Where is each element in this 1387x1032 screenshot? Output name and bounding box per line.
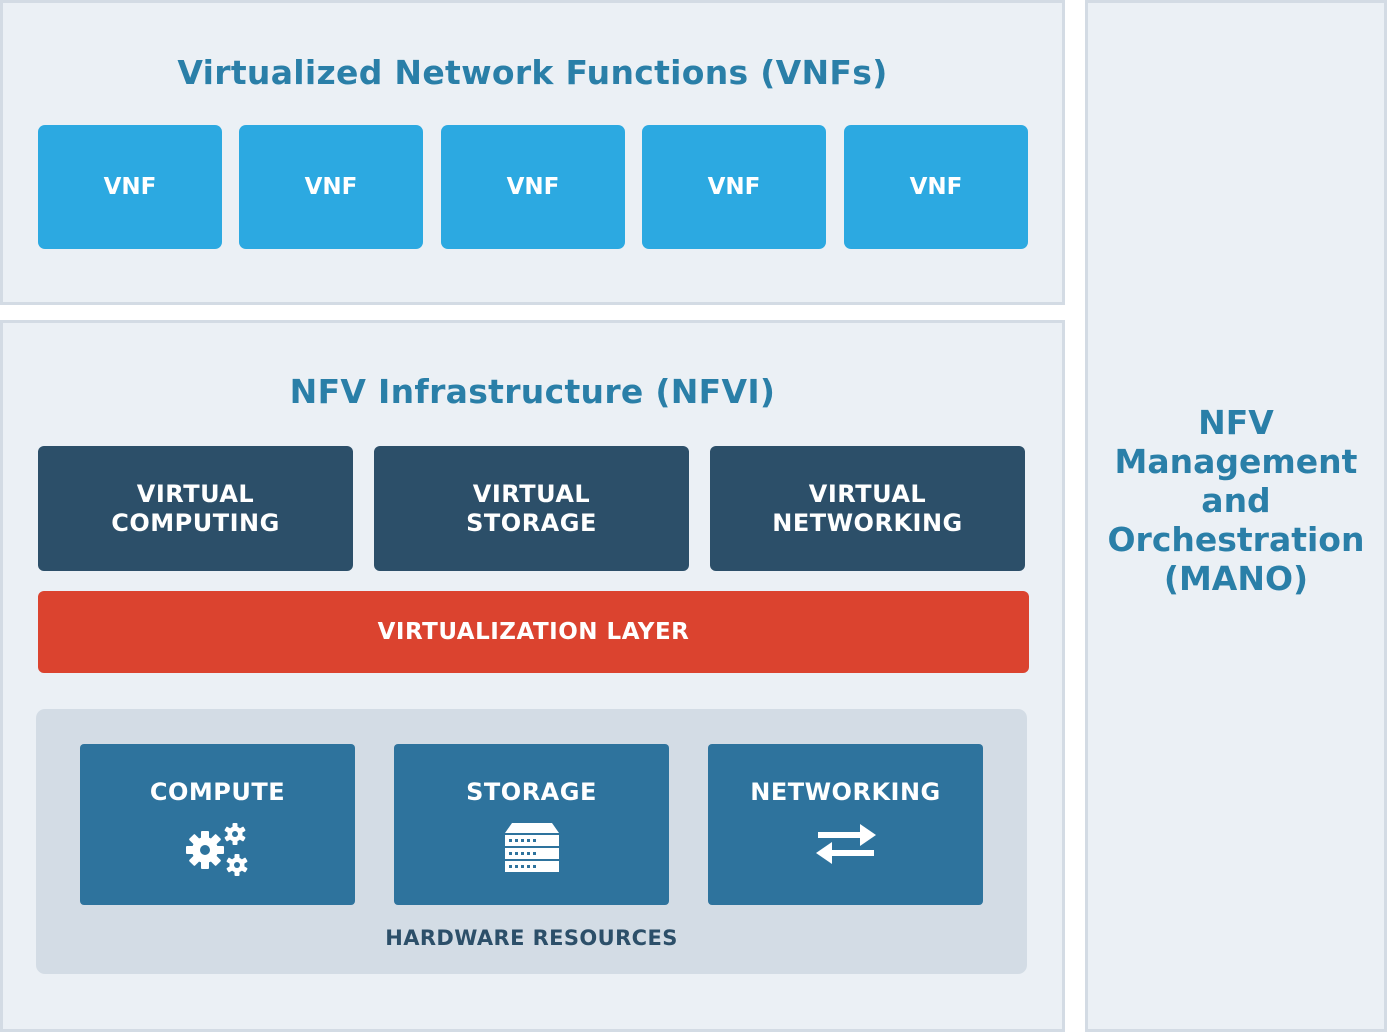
mano-title: NFV Management and Orchestration (MANO) bbox=[1088, 403, 1384, 598]
vnf-panel-title: Virtualized Network Functions (VNFs) bbox=[177, 53, 888, 92]
networking-label: NETWORKING bbox=[750, 778, 941, 806]
virtual-storage-box: VIRTUAL STORAGE bbox=[374, 446, 689, 571]
gears-icon bbox=[185, 823, 247, 876]
compute-box: COMPUTE bbox=[80, 744, 355, 905]
virtual-storage-line1: VIRTUAL bbox=[472, 479, 591, 508]
mano-title-line-2: Management bbox=[1114, 442, 1358, 481]
virtual-computing-line1: VIRTUAL bbox=[136, 479, 255, 508]
mano-title-line-4: Orchestration bbox=[1107, 520, 1365, 559]
vnf-panel: Virtualized Network Functions (VNFs) VNF… bbox=[0, 0, 1065, 305]
mano-title-line-1: NFV bbox=[1198, 403, 1274, 442]
storage-label: STORAGE bbox=[466, 778, 597, 806]
virtual-networking-line1: VIRTUAL bbox=[808, 479, 927, 508]
nfvi-panel: NFV Infrastructure (NFVI) VIRTUAL COMPUT… bbox=[0, 320, 1065, 1032]
virtual-storage-line2: STORAGE bbox=[466, 508, 597, 537]
virtual-networking-line2: NETWORKING bbox=[772, 508, 963, 537]
virtual-computing-line2: COMPUTING bbox=[111, 508, 280, 537]
virtual-computing-box: VIRTUAL COMPUTING bbox=[38, 446, 353, 571]
mano-title-line-5: (MANO) bbox=[1163, 559, 1309, 598]
hardware-resources-title: HARDWARE RESOURCES bbox=[385, 926, 678, 950]
hardware-resources-area: COMPUTE bbox=[36, 709, 1027, 974]
vnf-box-3: VNF bbox=[441, 125, 625, 249]
vnf-box-2: VNF bbox=[239, 125, 423, 249]
vnf-box-5: VNF bbox=[844, 125, 1028, 249]
server-stack-icon bbox=[504, 823, 559, 872]
storage-box: STORAGE bbox=[394, 744, 669, 905]
mano-title-line-3: and bbox=[1201, 481, 1271, 520]
compute-label: COMPUTE bbox=[149, 778, 286, 806]
vnf-box-4: VNF bbox=[642, 125, 826, 249]
networking-box: NETWORKING bbox=[708, 744, 983, 905]
vnf-box-1: VNF bbox=[38, 125, 222, 249]
virtualization-layer: VIRTUALIZATION LAYER bbox=[38, 591, 1029, 673]
transfer-arrows-icon bbox=[815, 824, 876, 864]
nfvi-panel-title: NFV Infrastructure (NFVI) bbox=[289, 372, 776, 411]
mano-panel: NFV Management and Orchestration (MANO) bbox=[1085, 0, 1387, 1032]
virtual-networking-box: VIRTUAL NETWORKING bbox=[710, 446, 1025, 571]
